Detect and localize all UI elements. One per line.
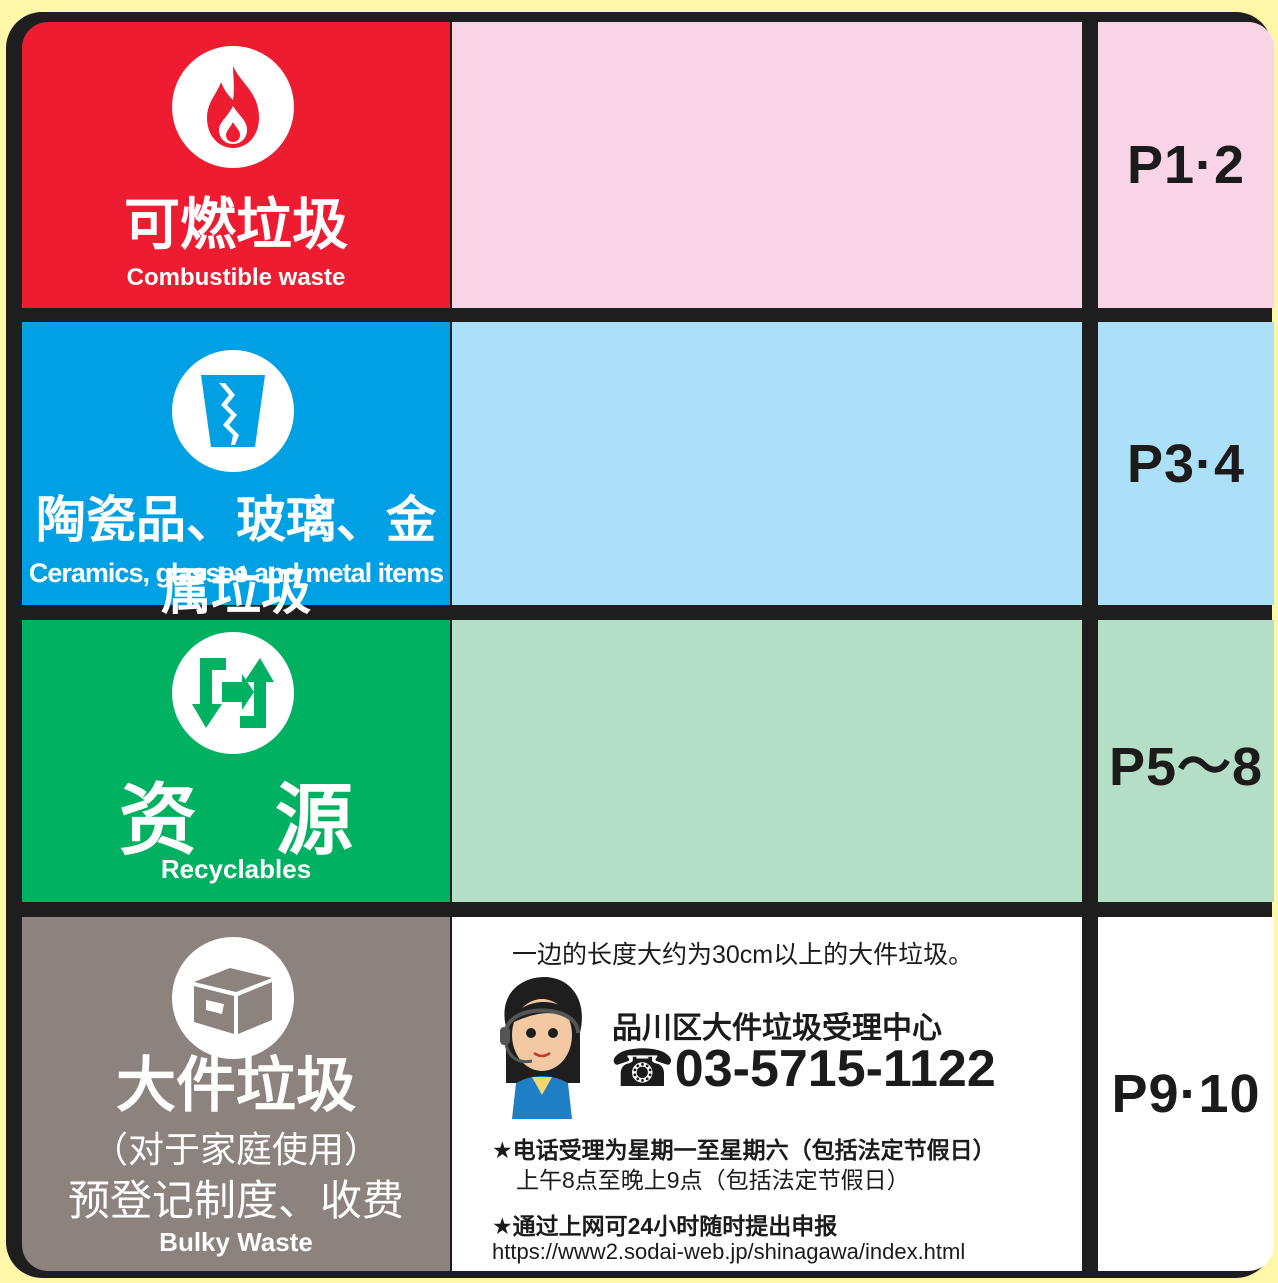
category-name-en: Combustible waste — [126, 264, 346, 291]
category-row-recyclables: 资 源 Recyclables P5～8 — [22, 620, 1274, 902]
category-sub-usage: （对于家庭使用） — [91, 1129, 380, 1170]
category-description — [452, 322, 1082, 605]
category-name-cn: 陶瓷品、玻璃、金属垃圾 — [36, 492, 436, 620]
phone-icon: ☎ — [610, 1040, 675, 1098]
category-name-cn: 大件垃圾 — [116, 1052, 356, 1119]
phone-line: ☎03-5715-1122 — [610, 1039, 996, 1099]
category-name-en: Recyclables — [160, 854, 312, 884]
category-description — [452, 620, 1082, 902]
category-label-combustible: 可燃垃圾 Combustible waste — [22, 22, 450, 308]
category-name-en: Bulky Waste — [159, 1227, 313, 1257]
page-reference: P1·2 — [1098, 22, 1274, 308]
center-name: 品川区大件垃圾受理中心 — [612, 1012, 942, 1045]
category-name-en: Ceramics, glasses and metal items — [28, 558, 444, 588]
online-url[interactable]: https://www2.sodai-web.jp/shinagawa/inde… — [492, 1239, 966, 1264]
box-icon — [172, 937, 294, 1059]
hours-title: ★电话受理为星期一至星期六（包括法定节假日） — [492, 1137, 996, 1163]
hours-detail: 上午8点至晚上9点（包括法定节假日） — [516, 1167, 910, 1193]
category-name-cn: 资 源 — [118, 776, 353, 864]
category-row-bulky: 大件垃圾 （对于家庭使用） 预登记制度、收费 Bulky Waste 一边的长度… — [22, 917, 1274, 1271]
page-reference: P5～8 — [1098, 620, 1274, 902]
category-label-bulky: 大件垃圾 （对于家庭使用） 预登记制度、收费 Bulky Waste — [22, 917, 450, 1271]
category-name-cn: 可燃垃圾 — [124, 193, 348, 256]
category-description — [452, 22, 1082, 308]
size-note: 一边的长度大约为30cm以上的大件垃圾。 — [512, 941, 974, 969]
recycle-arrows-icon — [172, 632, 294, 754]
bulky-waste-info: 一边的长度大约为30cm以上的大件垃圾。 品川区大件垃圾受理中心 ☎03-571… — [452, 917, 1082, 1271]
category-label-ceramics: 陶瓷品、玻璃、金属垃圾 Ceramics, glasses and metal … — [22, 322, 450, 620]
phone-number: 03-5715-1122 — [674, 1040, 996, 1098]
page-reference: P3·4 — [1098, 322, 1274, 605]
category-sub-fee: 预登记制度、收费 — [67, 1177, 404, 1224]
operator-avatar — [500, 977, 582, 1119]
category-row-ceramics: 陶瓷品、玻璃、金属垃圾 Ceramics, glasses and metal … — [22, 322, 1274, 620]
page-reference: P9·10 — [1098, 917, 1274, 1271]
online-title: ★通过上网可24小时随时提出申报 — [492, 1213, 838, 1239]
category-label-recyclables: 资 源 Recyclables — [22, 620, 450, 902]
category-row-combustible: 可燃垃圾 Combustible waste P1·2 — [22, 22, 1274, 308]
flame-icon — [172, 46, 294, 168]
broken-glass-icon — [172, 350, 294, 472]
